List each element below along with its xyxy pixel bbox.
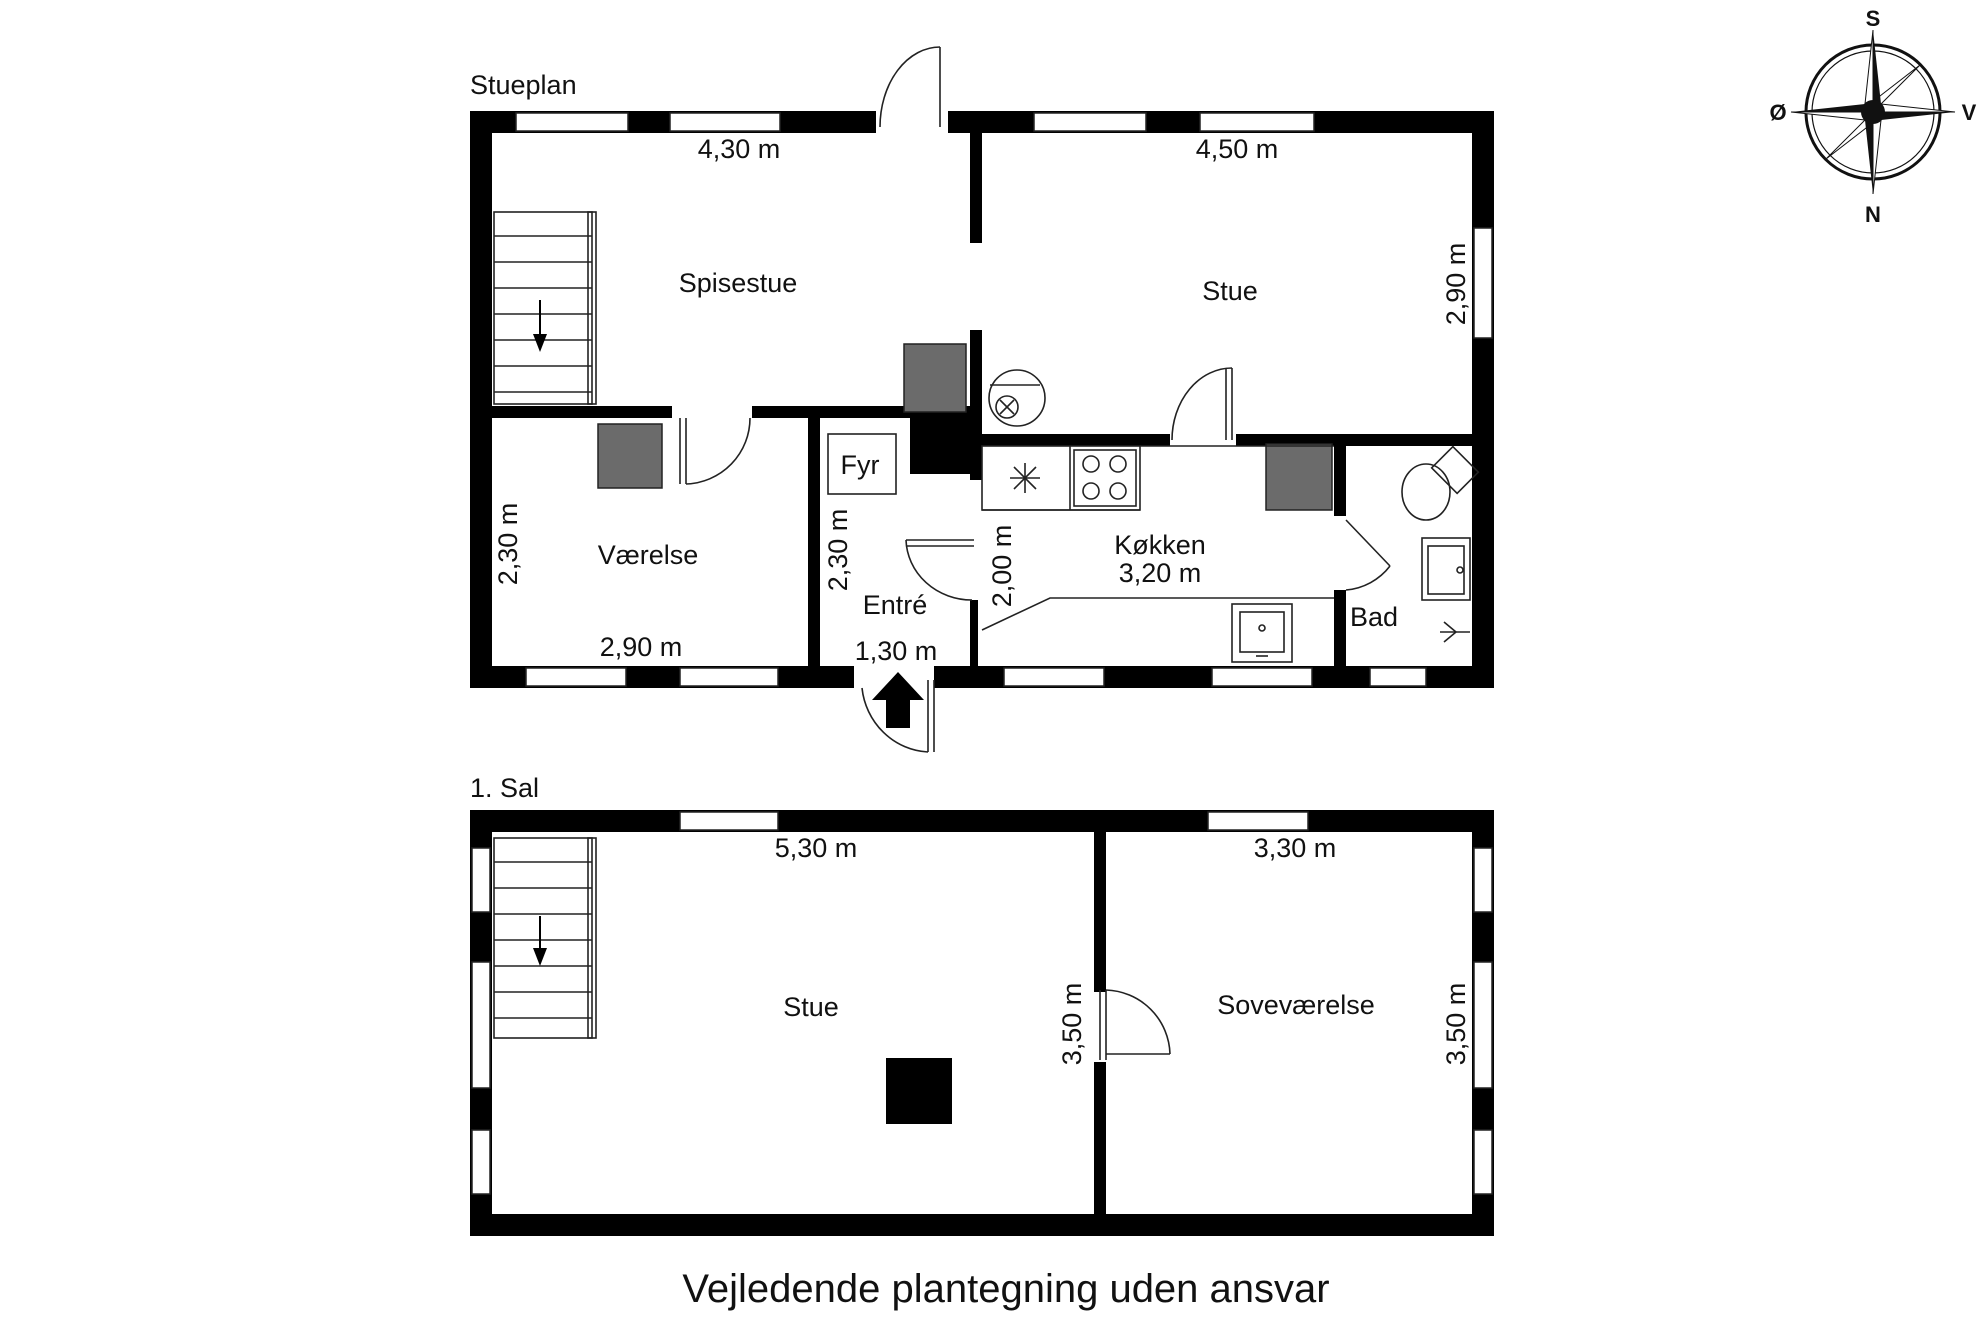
dimension-label: 2,30 m — [493, 503, 523, 586]
dimension-label: 2,90 m — [1441, 243, 1471, 326]
compass-label-top: S — [1866, 6, 1881, 31]
freezer-icon — [1010, 463, 1040, 493]
chimney — [903, 343, 967, 413]
arrow-down-icon — [533, 334, 547, 352]
dimension-label: 2,90 m — [600, 632, 683, 662]
window — [1207, 811, 1309, 831]
compass-rose-icon: S Ø V N — [1769, 6, 1976, 227]
dimension-label: 2,00 m — [987, 525, 1017, 608]
window — [1211, 667, 1313, 687]
sink-icon — [1231, 603, 1293, 663]
staircase — [493, 837, 597, 1039]
stove-icon — [988, 369, 1046, 427]
chimney — [597, 423, 663, 489]
room-label-kokken: Køkken — [1114, 530, 1206, 560]
door — [1099, 989, 1171, 1060]
door — [1345, 519, 1391, 591]
ground-floor: Stueplan — [470, 46, 1494, 753]
door-swing — [879, 46, 941, 128]
wall-interior — [1334, 446, 1346, 516]
dimension-label: 5,30 m — [775, 833, 858, 863]
dimension-label: 4,50 m — [1196, 134, 1279, 164]
wall-right — [1472, 111, 1494, 688]
window — [679, 811, 779, 831]
window — [669, 112, 781, 132]
room-label-stue: Stue — [1202, 276, 1258, 306]
window — [1033, 112, 1147, 132]
kitchen-counter — [981, 445, 1334, 631]
shower-icon — [1440, 621, 1470, 643]
window — [525, 667, 627, 687]
compass-label-right: V — [1962, 100, 1977, 125]
wall-interior — [1334, 590, 1346, 668]
dimension-label: 4,30 m — [698, 134, 781, 164]
dimension-label: 1,30 m — [855, 636, 938, 666]
wall-interior — [970, 600, 978, 668]
ground-floor-label: Stueplan — [470, 70, 577, 100]
wall-left — [470, 111, 492, 688]
window — [1003, 667, 1105, 687]
upper-floor: 1. Sal — [470, 773, 1494, 1236]
wall-interior — [808, 418, 820, 668]
arrow-down-icon — [533, 948, 547, 966]
window — [1473, 1129, 1493, 1195]
upper-floor-label: 1. Sal — [470, 773, 539, 803]
room-label-vaerelse: Værelse — [598, 540, 699, 570]
chimney — [1265, 443, 1333, 511]
dimension-label: 3,30 m — [1254, 833, 1337, 863]
wall-interior — [1094, 1062, 1106, 1214]
window — [471, 847, 491, 913]
compass-label-bottom: N — [1865, 202, 1881, 227]
chimney-base — [910, 418, 970, 474]
staircase — [493, 211, 597, 405]
window — [1473, 961, 1493, 1089]
room-label-stue-upper: Stue — [783, 992, 839, 1022]
room-label-entre: Entré — [863, 590, 928, 620]
door — [679, 417, 751, 485]
wall-interior — [492, 406, 672, 418]
dimension-label: 3,20 m — [1119, 558, 1202, 588]
room-label-sovevaerelse: Soveværelse — [1217, 990, 1375, 1020]
door — [905, 539, 974, 601]
door — [1171, 367, 1233, 441]
wall-bottom — [470, 1214, 1494, 1236]
wall-interior — [970, 133, 982, 243]
wall-interior — [1236, 434, 1472, 446]
window — [471, 961, 491, 1089]
door — [861, 672, 935, 753]
room-label-bad: Bad — [1350, 602, 1398, 632]
room-label-fyr: Fyr — [841, 450, 880, 480]
window — [1369, 667, 1427, 687]
dimension-label: 3,50 m — [1057, 983, 1087, 1066]
disclaimer: Vejledende plantegning uden ansvar — [682, 1267, 1329, 1311]
room-label-spisestue: Spisestue — [679, 268, 798, 298]
compass-label-left: Ø — [1769, 100, 1786, 125]
dimension-label: 3,50 m — [1441, 983, 1471, 1066]
window — [515, 112, 629, 132]
wall-interior — [1094, 832, 1106, 992]
toilet-icon — [1401, 445, 1480, 521]
chimney — [886, 1058, 952, 1124]
window — [1473, 847, 1493, 913]
boiler-box — [827, 433, 897, 495]
window — [679, 667, 779, 687]
window — [471, 1129, 491, 1195]
wall-top — [470, 810, 1494, 832]
wall-interior — [970, 330, 982, 480]
entrance-arrow-icon — [872, 672, 924, 728]
wall-interior — [970, 434, 1170, 446]
window — [1199, 112, 1315, 132]
window — [1473, 227, 1493, 339]
dimension-label: 2,30 m — [823, 509, 853, 592]
basin-icon — [1421, 537, 1471, 601]
